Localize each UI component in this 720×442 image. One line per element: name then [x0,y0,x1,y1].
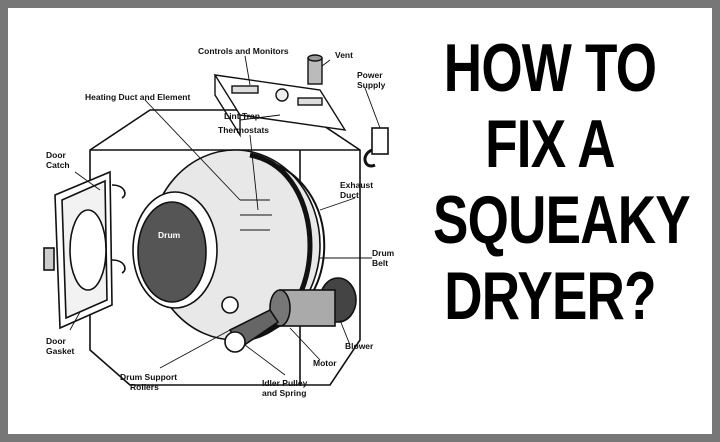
label-exhaust-1: Exhaust [340,180,373,190]
label-idler-2: and Spring [262,388,306,398]
headline-line-4: DRYER? [444,258,656,334]
power-supply [363,127,389,168]
label-power-1: Power [357,70,383,80]
label-door-catch-1: Door [46,150,67,160]
label-blower: Blower [345,341,374,351]
label-door-gasket-2: Gasket [46,346,75,356]
dryer-door [43,170,126,330]
label-thermostats: Thermostats [218,125,269,135]
label-controls: Controls and Monitors [198,46,289,56]
label-vent: Vent [335,50,353,60]
label-drum-belt-2: Belt [372,258,388,268]
headline-line-2: FIX A [485,106,615,182]
label-door-gasket-1: Door [46,336,67,346]
control-panel [213,74,347,138]
label-exhaust-2: Duct [340,190,359,200]
headline: HOW TO FIX A SQUEAKY DRYER? [400,30,700,420]
diagram-labels: Controls and Monitors Vent Power Supply … [46,46,395,398]
label-door-catch-2: Catch [46,160,70,170]
label-drum-belt-1: Drum [372,248,395,258]
label-lint-trap: Lint Trap [224,111,260,121]
headline-line-3: SQUEAKY [433,182,691,258]
leader-lines [69,55,381,376]
label-motor: Motor [313,358,337,368]
motor-assembly [221,277,357,353]
vent-pipe [307,54,323,85]
label-rollers-2: Rollers [130,382,159,392]
label-heating: Heating Duct and Element [85,92,190,102]
label-rollers-1: Drum Support [120,372,177,382]
label-idler-1: Idler Pulley [262,378,308,388]
headline-line-1: HOW TO [443,30,657,106]
label-power-2: Supply [357,80,386,90]
label-drum: Drum [158,230,181,240]
